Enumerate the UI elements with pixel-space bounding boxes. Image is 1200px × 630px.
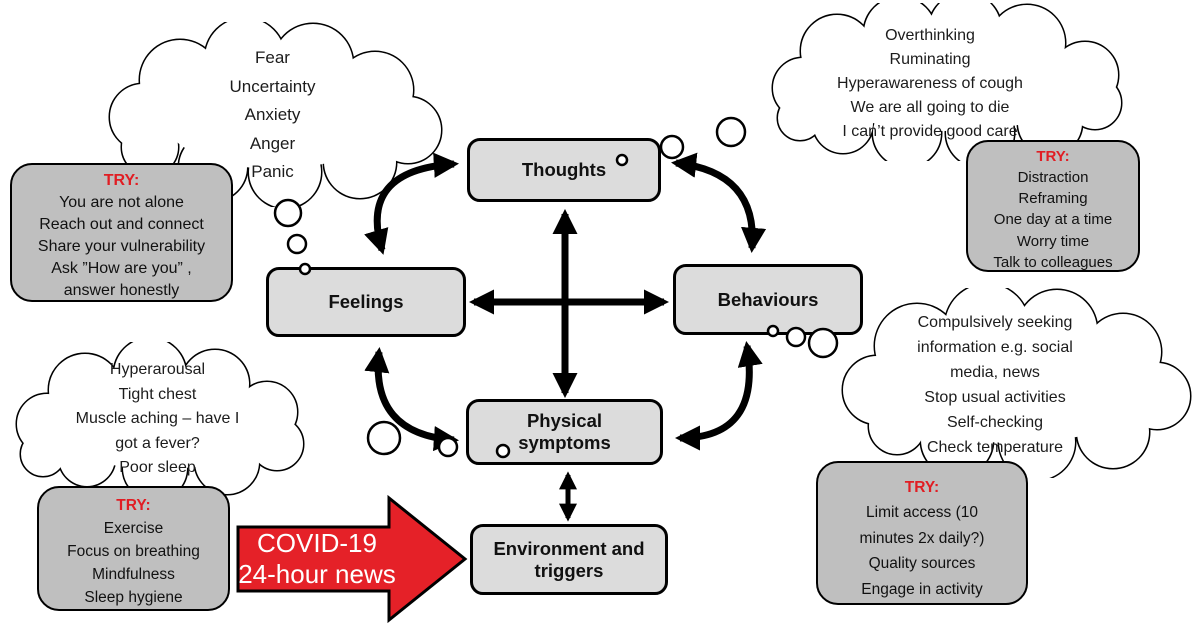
cloud-shape-thoughts-icon (771, 3, 1123, 161)
cloud-shape-feelings-icon (108, 22, 443, 207)
try-box-behaviours: TRY: Limit access (10 minutes 2x daily?)… (816, 461, 1028, 605)
cloud-thoughts-list: Overthinking Ruminating Hyperawareness o… (837, 27, 1023, 140)
cloud-physical-list: Hyperarousal Tight chest Muscle aching –… (75, 361, 240, 476)
try-box-behaviours-list: Limit access (10 minutes 2x daily?) Qual… (859, 504, 985, 598)
try-box-physical-list: Exercise Focus on breathing Mindfulness … (67, 520, 200, 606)
node-environment-triggers-label: Environment and triggers (493, 537, 645, 581)
arrow-physical-feelings-icon (364, 346, 460, 452)
node-feelings-label: Feelings (328, 291, 404, 312)
try-box-thoughts-title: TRY: (1036, 148, 1070, 165)
node-behaviours: Behaviours (673, 264, 863, 335)
arrow-thoughts-behaviours-icon (670, 152, 767, 254)
node-physical-symptoms-label: Physical symptoms (518, 410, 611, 453)
try-box-physical-title: TRY: (116, 497, 151, 514)
node-thoughts: Thoughts (467, 138, 661, 202)
cloud-feelings-list: Fear Uncertainty Anxiety Anger Panic (229, 48, 316, 181)
try-box-physical: TRY: Exercise Focus on breathing Mindful… (37, 486, 230, 611)
node-thoughts-label: Thoughts (521, 159, 607, 180)
node-behaviours-label: Behaviours (717, 288, 819, 310)
arrow-behaviours-physical-icon (674, 341, 763, 451)
node-feelings: Feelings (266, 267, 466, 337)
try-box-feelings-list: You are not alone Reach out and connect … (37, 194, 206, 299)
cloud-shape-physical-icon (15, 342, 305, 497)
node-environment-triggers: Environment and triggers (470, 524, 668, 595)
try-box-behaviours-title: TRY: (904, 479, 940, 496)
try-box-thoughts-list: Distraction Reframing One day at a time … (993, 169, 1113, 271)
cloud-behaviours-list: Compulsively seeking information e.g. so… (917, 314, 1073, 456)
try-box-thoughts: TRY: Distraction Reframing One day at a … (966, 140, 1140, 272)
cloud-shape-behaviours-icon (841, 288, 1192, 478)
node-physical-symptoms: Physical symptoms (466, 399, 663, 465)
try-box-feelings: TRY: You are not alone Reach out and con… (10, 163, 233, 302)
try-box-feelings-title: TRY: (103, 172, 140, 189)
covid-news-arrow-label: COVID-19 24-hour news (238, 528, 396, 589)
